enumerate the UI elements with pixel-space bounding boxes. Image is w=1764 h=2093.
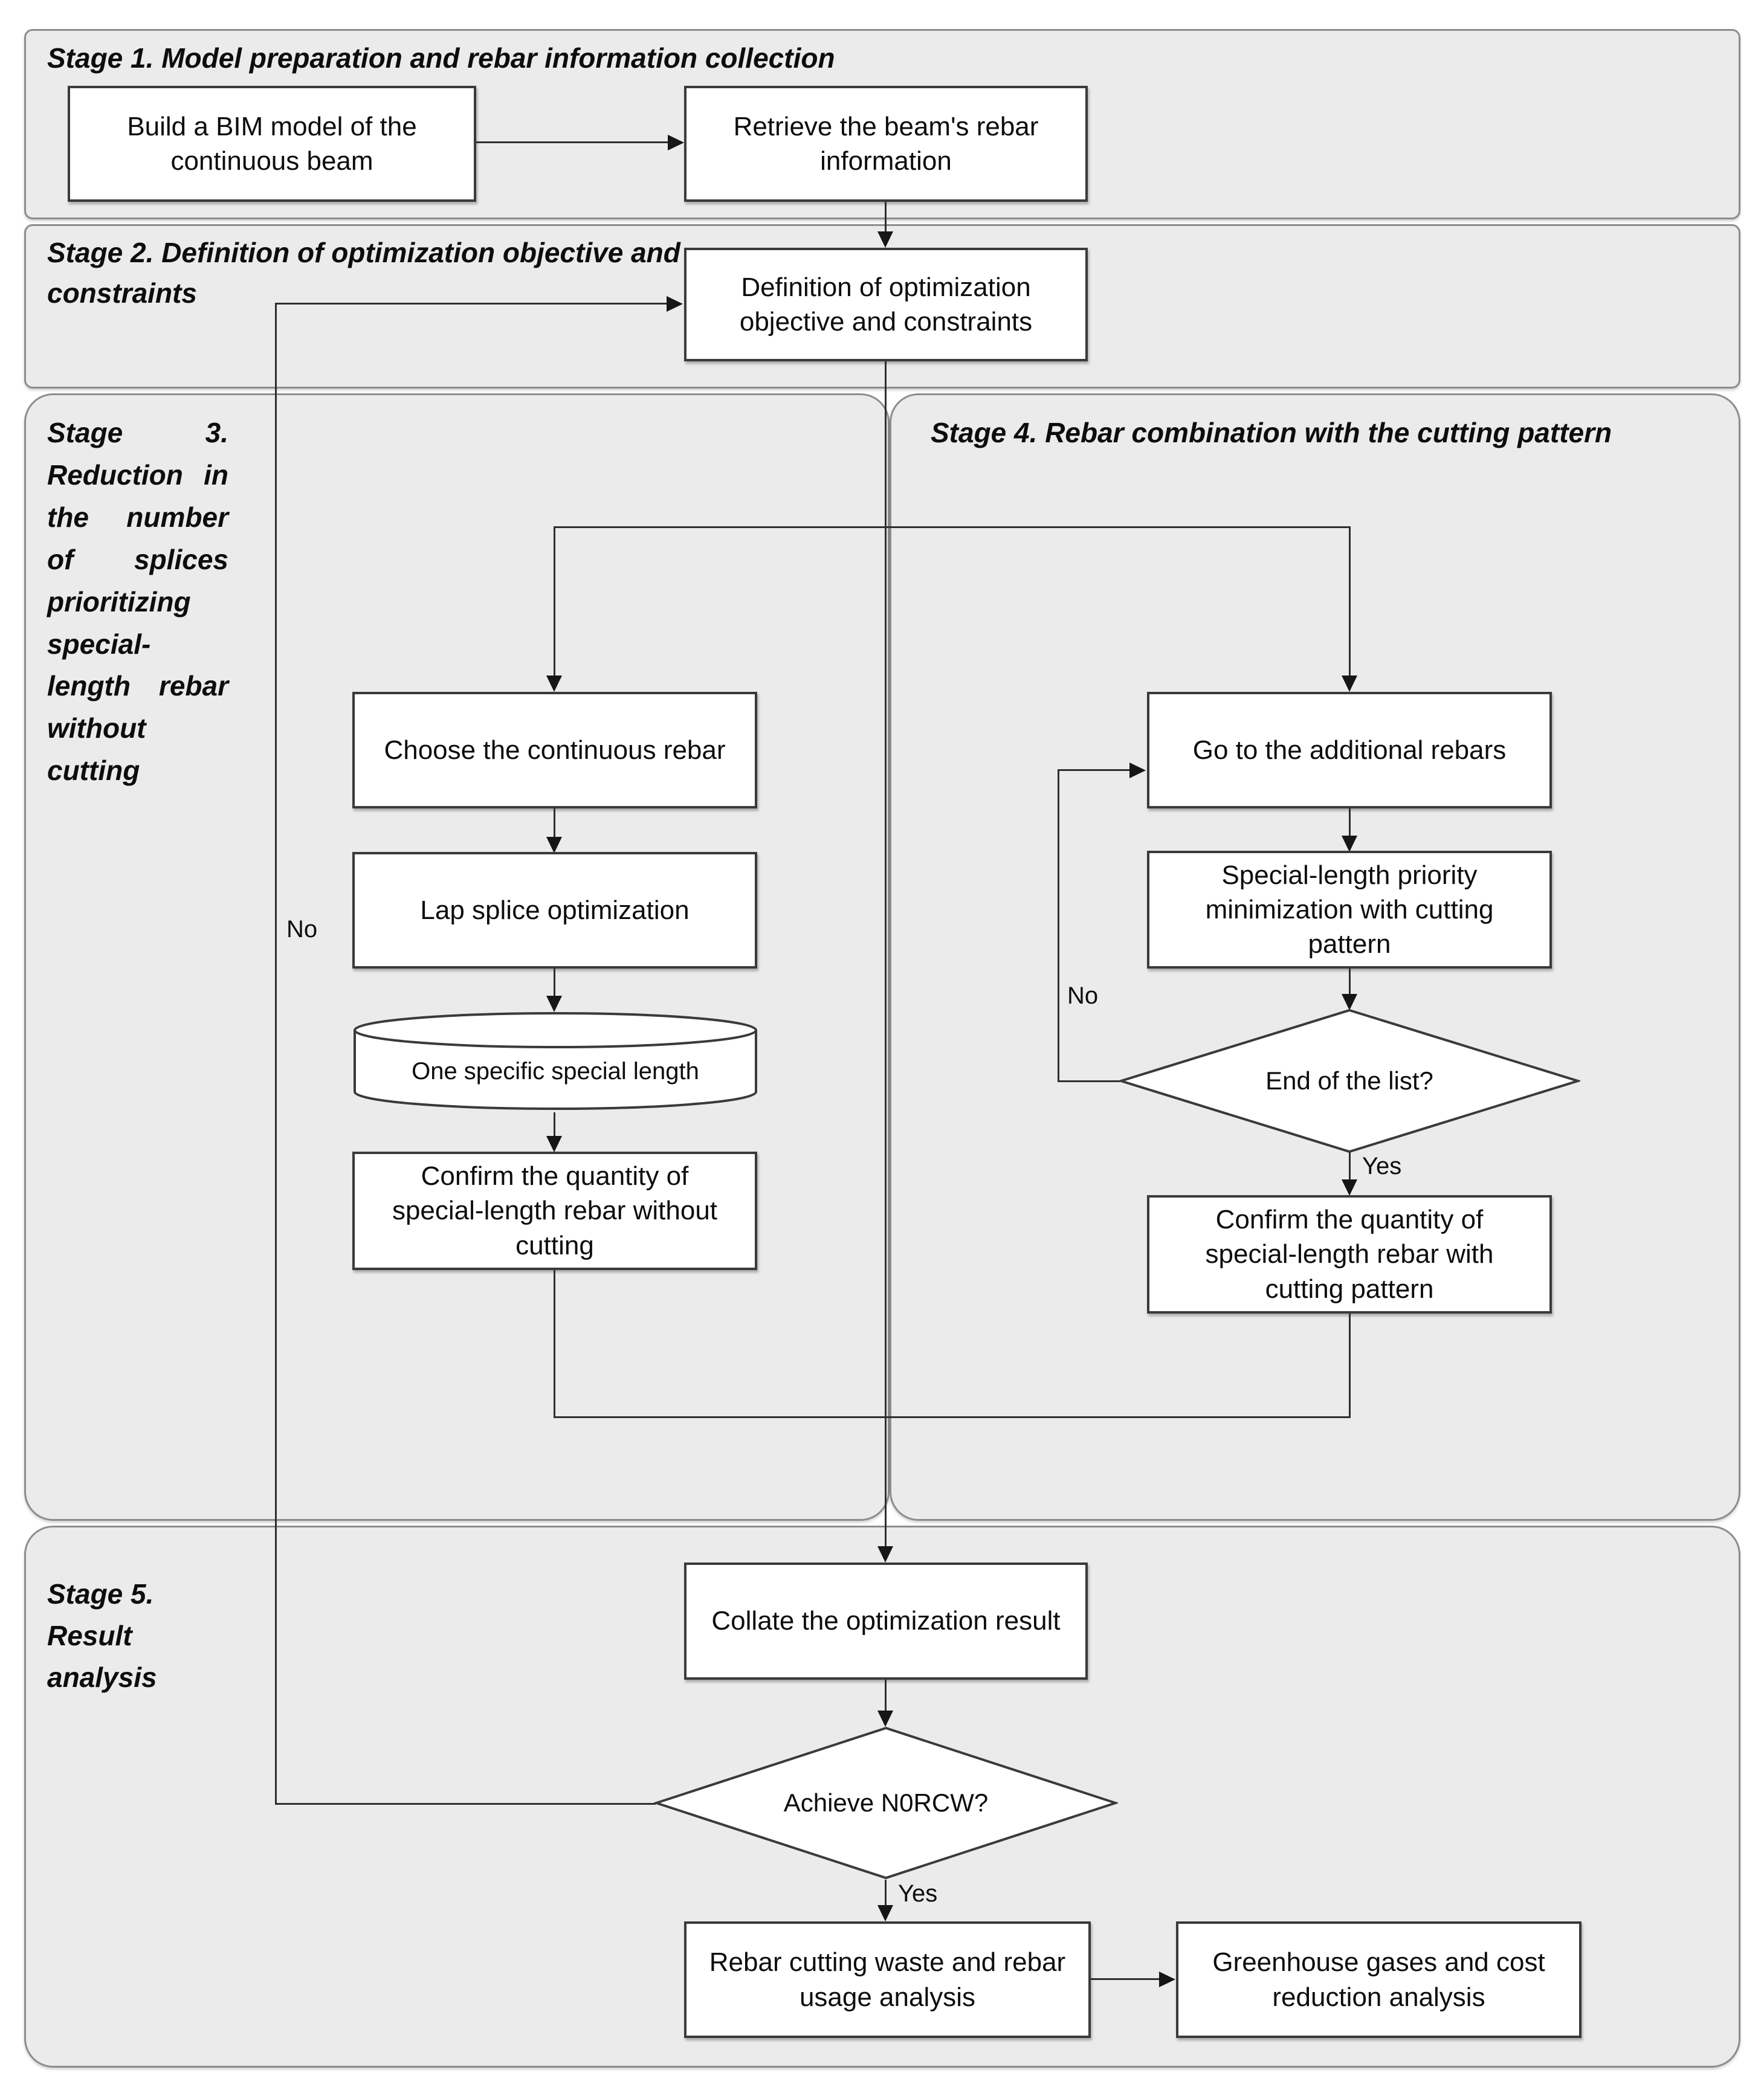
edge-loop-top <box>1058 769 1131 771</box>
diamond-achieve-norcw-label: Achieve N0RCW? <box>783 1788 989 1817</box>
arrowhead-into-achieve <box>877 1711 893 1727</box>
edge-feedback-bottom <box>275 1803 656 1805</box>
edge-build-to-retrieve <box>476 141 670 143</box>
edge-feedback-top <box>275 303 668 305</box>
arrowhead-into-choose <box>546 676 562 692</box>
label-no-right: No <box>1067 982 1099 1009</box>
diamond-end-of-list-label: End of the list? <box>1265 1066 1433 1095</box>
edge-diamond-to-confirm-with <box>1349 1152 1351 1181</box>
edge-merge-right-vertical <box>1349 1314 1351 1417</box>
arrowhead-loop-into-go-additional <box>1129 763 1146 778</box>
edge-choose-to-lap <box>554 808 555 839</box>
edge-merge-left-vertical <box>554 1270 555 1417</box>
node-definition-objective: Definition of optimization objective and… <box>684 248 1088 361</box>
arrowhead-retrieve-to-definition <box>877 231 893 248</box>
arrowhead-feedback-into-definition <box>667 296 683 312</box>
node-go-additional-rebars: Go to the additional rebars <box>1147 692 1552 808</box>
stage5-title: Stage 5. Result analysis <box>47 1578 157 1693</box>
node-greenhouse-analysis: Greenhouse gases and cost reduction anal… <box>1176 1921 1581 2038</box>
diamond-achieve-norcw-shape <box>654 1726 1118 1880</box>
edge-loop-from-diamond <box>1058 1080 1120 1082</box>
cylinder-one-special-length-label: One specific special length <box>412 1058 699 1085</box>
arrowhead-into-cylinder <box>546 996 562 1012</box>
arrowhead-into-confirm-without <box>546 1136 562 1152</box>
edge-branch-right-vertical <box>1349 526 1351 677</box>
diamond-end-of-list-shape <box>1119 1008 1580 1153</box>
node-confirm-with-cutting: Confirm the quantity of special-length r… <box>1147 1195 1552 1314</box>
edge-lap-to-cylinder <box>554 969 555 998</box>
cylinder-one-special-length-shape <box>354 1012 757 1110</box>
edge-merge-horizontal <box>554 1416 1351 1418</box>
stage2-title: Stage 2. Definition of optimization obje… <box>47 237 680 309</box>
arrowhead-into-go-additional <box>1342 676 1357 692</box>
node-rebar-waste-analysis: Rebar cutting waste and rebar usage anal… <box>684 1921 1091 2038</box>
node-collate-result: Collate the optimization result <box>684 1562 1088 1680</box>
edge-waste-to-greenhouse <box>1091 1978 1161 1980</box>
edge-center-trunk <box>885 361 887 1547</box>
arrowhead-build-to-retrieve <box>668 135 684 150</box>
arrowhead-into-lap <box>546 837 562 853</box>
stage1-title: Stage 1. Model preparation and rebar inf… <box>47 42 835 74</box>
node-special-length-priority: Special-length priority minimization wit… <box>1147 851 1552 969</box>
arrowhead-into-special-priority <box>1342 836 1357 852</box>
edge-go-to-special <box>1349 808 1351 837</box>
edge-cylinder-to-confirm-without <box>554 1112 555 1138</box>
edge-collate-to-achieve <box>885 1680 887 1712</box>
arrowhead-into-greenhouse <box>1159 1972 1175 1987</box>
edge-special-to-diamond <box>1349 969 1351 996</box>
node-lap-splice-optimization: Lap splice optimization <box>352 852 757 969</box>
stage4-title: Stage 4. Rebar combination with the cutt… <box>931 417 1612 448</box>
node-confirm-without-cutting: Confirm the quantity of special-length r… <box>352 1152 757 1270</box>
edge-feedback-vertical <box>275 303 277 1805</box>
label-no-left: No <box>286 916 318 943</box>
label-yes-right: Yes <box>1362 1153 1402 1179</box>
edge-achieve-to-waste <box>885 1880 887 1908</box>
edge-branch-horizontal <box>554 526 1351 528</box>
edge-loop-vertical <box>1058 769 1059 1082</box>
arrowhead-into-waste <box>877 1905 893 1921</box>
arrowhead-into-end-of-list <box>1342 994 1357 1010</box>
node-choose-continuous-rebar: Choose the continuous rebar <box>352 692 757 808</box>
arrowhead-trunk-into-collate <box>877 1546 893 1562</box>
stage3-title: Stage 3. Reduction in the number of spli… <box>47 417 228 787</box>
edge-retrieve-to-definition <box>885 202 887 233</box>
node-retrieve-rebar-info: Retrieve the beam's rebar information <box>684 86 1088 202</box>
node-build-bim-model: Build a BIM model of the continuous beam <box>68 86 476 202</box>
edge-branch-left-vertical <box>554 526 555 677</box>
arrowhead-into-confirm-with <box>1342 1179 1357 1196</box>
label-yes-bottom: Yes <box>898 1880 938 1907</box>
